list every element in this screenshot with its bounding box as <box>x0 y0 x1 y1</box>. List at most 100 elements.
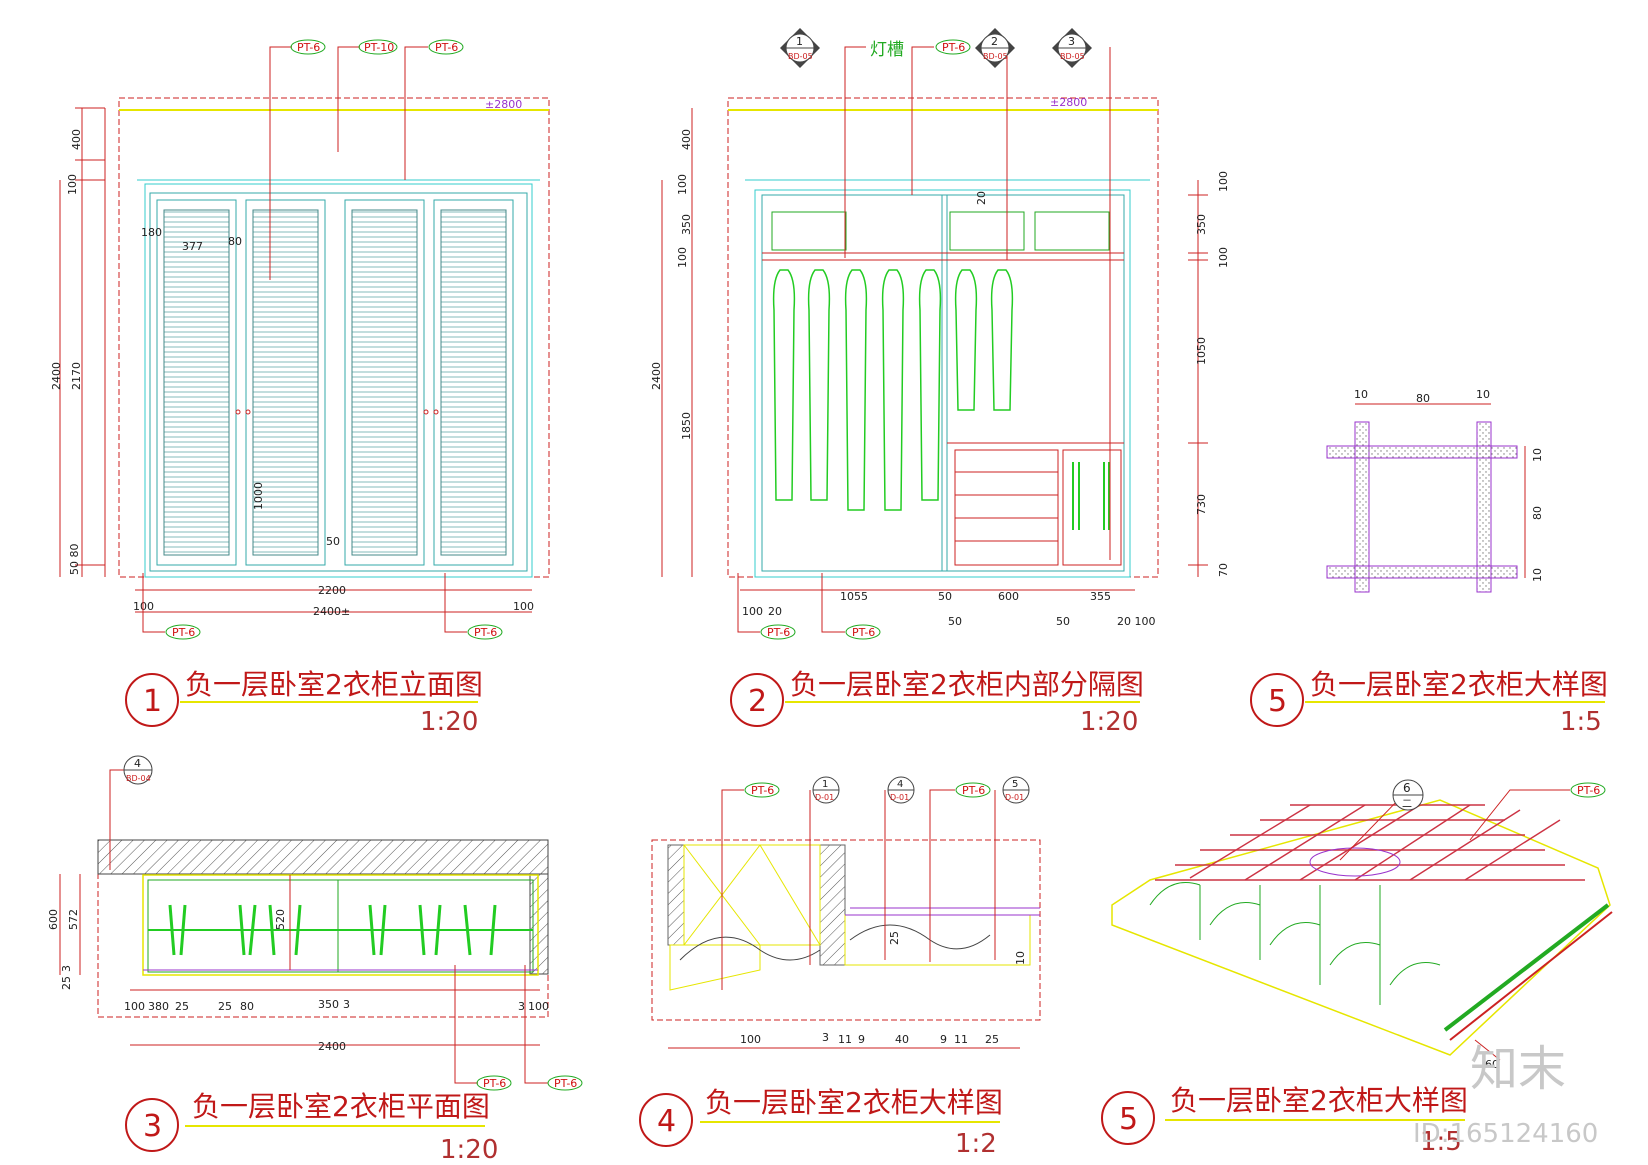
dim-25: 25 <box>888 931 901 945</box>
dim-600: 600 <box>998 590 1019 603</box>
interior-frame <box>754 189 1131 578</box>
dim-377: 377 <box>182 240 203 253</box>
dim-350: 350 <box>318 998 339 1011</box>
view-scale: 1:20 <box>420 707 478 737</box>
dim-100: 100 <box>66 174 79 195</box>
svg-text:D-01: D-01 <box>815 793 834 802</box>
v5b-leaders <box>1339 789 1570 1061</box>
view-title: 负一层卧室2衣柜大样图 <box>1310 668 1608 701</box>
dim-100: 100 <box>676 174 689 195</box>
dim-730: 730 <box>1195 494 1208 515</box>
tag-pt6: PT-6 <box>547 1075 583 1091</box>
v2-dim-lines <box>661 108 1208 591</box>
svg-text:5: 5 <box>1012 779 1018 790</box>
dim-60: 60 <box>1485 1058 1499 1071</box>
section-marks-v2: 1 BD-05 2 BD-05 3 BD-05 <box>780 28 1092 68</box>
dim-2170: 2170 <box>70 362 83 390</box>
watermark-brand: 知末 <box>1470 1041 1566 1097</box>
view-number: 2 <box>748 684 767 719</box>
svg-text:PT-6: PT-6 <box>751 784 774 797</box>
plan-hangers <box>168 904 497 956</box>
svg-text:PT-6: PT-6 <box>435 41 458 54</box>
svg-text:1: 1 <box>796 35 803 48</box>
v1-vertical-dims <box>59 107 106 577</box>
view-number: 5 <box>1119 1102 1138 1137</box>
section-mark: 3 BD-05 <box>1052 28 1092 68</box>
dim-400: 400 <box>680 129 693 150</box>
svg-text:1: 1 <box>822 779 828 790</box>
v2-leaders <box>737 46 1111 633</box>
view-title: 负一层卧室2衣柜大样图 <box>705 1086 1003 1119</box>
ties <box>1072 462 1110 530</box>
dim-1000: 1000 <box>252 482 265 510</box>
dim-2400: 2400 <box>318 1040 346 1053</box>
grid-cells <box>1149 882 1441 1005</box>
v4-panels <box>669 844 1031 991</box>
dim-40: 40 <box>895 1033 909 1046</box>
dim-100: 100 <box>124 1000 145 1013</box>
view-scale: 1:2 <box>955 1129 997 1159</box>
v1-leaders <box>142 46 467 633</box>
title-view-3: 3 负一层卧室2衣柜平面图 1:20 <box>125 1090 498 1165</box>
title-view-1: 1 负一层卧室2衣柜立面图 1:20 <box>125 668 483 737</box>
dim-600: 600 <box>47 909 60 930</box>
view-2-interior: ±2800 400 100 350 100 2400 1850 20 100 3… <box>650 28 1230 640</box>
tag-pt6: PT-6 <box>1570 782 1606 798</box>
dim-25: 25 <box>60 976 73 990</box>
dim-10: 10 <box>1531 568 1544 582</box>
dim-20-100: 20 100 <box>1117 615 1156 628</box>
dim-20: 20 <box>768 605 782 618</box>
svg-text:D-01: D-01 <box>1005 793 1024 802</box>
elevation-outline <box>118 97 550 578</box>
dim-80: 80 <box>228 235 242 248</box>
view-title: 负一层卧室2衣柜平面图 <box>192 1090 490 1123</box>
tag-pt6: PT-6 <box>290 39 326 55</box>
section-mark: 6 二 <box>1392 779 1424 811</box>
storage-box <box>771 211 847 251</box>
svg-text:PT-6: PT-6 <box>474 626 497 639</box>
dim-3: 3 <box>343 998 350 1011</box>
dim-20: 20 <box>975 191 988 205</box>
level-mark: ±2800 <box>485 98 522 111</box>
tag-pt6: PT-6 <box>476 1075 512 1091</box>
svg-text:PT-6: PT-6 <box>483 1077 506 1090</box>
svg-text:PT-6: PT-6 <box>297 41 320 54</box>
dim-3: 3 <box>60 965 73 972</box>
watermark-id: ID:165124160 <box>1413 1119 1598 1149</box>
dim-1050: 1050 <box>1195 337 1208 365</box>
dim-180: 180 <box>141 226 162 239</box>
dim-355: 355 <box>1090 590 1111 603</box>
svg-text:6: 6 <box>1403 781 1411 795</box>
view-scale: 1:20 <box>440 1135 498 1165</box>
dim-572: 572 <box>67 909 80 930</box>
view-title: 负一层卧室2衣柜立面图 <box>185 668 483 701</box>
dim-350: 350 <box>680 214 693 235</box>
dim-100: 100 <box>740 1033 761 1046</box>
svg-text:PT-6: PT-6 <box>962 784 985 797</box>
dim-2400: 2400 <box>650 362 663 390</box>
tag-pt6: PT-6 <box>760 624 796 640</box>
dim-350: 350 <box>1195 214 1208 235</box>
v2-tags: PT-6 PT-6 PT-6 <box>760 39 971 640</box>
tag-pt6: PT-6 <box>467 624 503 640</box>
dim-50-80: 50 80 <box>68 544 81 576</box>
interior-outline <box>727 97 1159 578</box>
dim-50: 50 <box>948 615 962 628</box>
dim-10: 10 <box>1531 448 1544 462</box>
v5b-tags: PT-6 <box>1570 782 1606 798</box>
tag-pt6: PT-6 <box>935 39 971 55</box>
tag-lightbox: 灯槽 <box>870 40 904 60</box>
v4-leaders <box>668 789 1020 1049</box>
svg-text:3: 3 <box>1068 35 1075 48</box>
view-scale: 1:20 <box>1080 707 1138 737</box>
svg-text:BD-05: BD-05 <box>1060 52 1085 61</box>
title-view-2: 2 负一层卧室2衣柜内部分隔图 1:20 <box>730 668 1144 737</box>
section-mark: 2 BD-05 <box>975 28 1015 68</box>
view-3-plan: 600 572 25 3 520 100 380 25 25 80 350 3 … <box>47 755 583 1091</box>
dim-380: 380 <box>148 1000 169 1013</box>
grid-dividers <box>1155 804 1585 881</box>
svg-text:PT-6: PT-6 <box>767 626 790 639</box>
dim-80: 80 <box>1531 506 1544 520</box>
section-mark: 5 D-01 <box>1002 776 1030 804</box>
